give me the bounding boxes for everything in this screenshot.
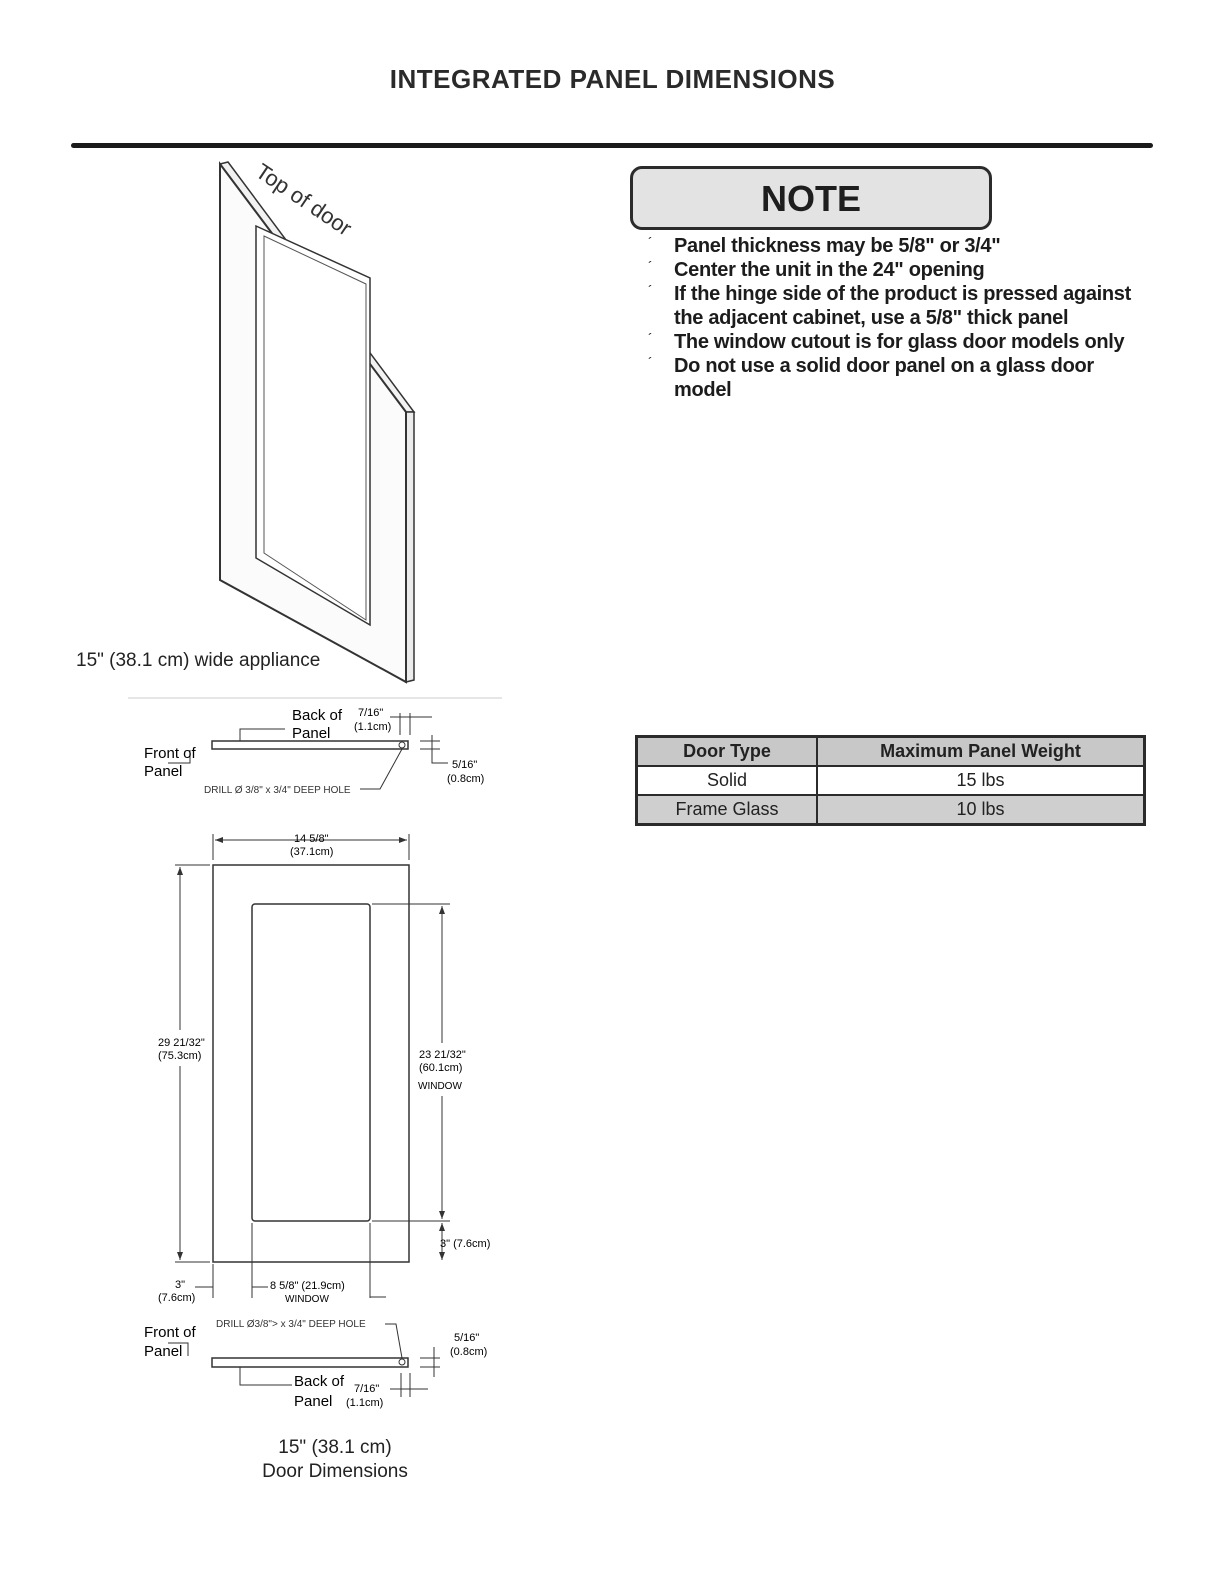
- col-header-max-weight: Maximum Panel Weight: [816, 735, 1146, 767]
- note-list: ´Panel thickness may be 5/8" or 3/4" ´Ce…: [648, 234, 1148, 402]
- table-cell: Frame Glass: [635, 794, 818, 826]
- note-header-box: NOTE: [630, 166, 992, 230]
- window-width-label: WINDOW: [285, 1294, 329, 1305]
- front-height-in: 29 21/32": [158, 1037, 205, 1049]
- table-cell: 15 lbs: [816, 765, 1146, 796]
- bottom-back-label-1: Back of: [294, 1373, 345, 1390]
- note-heading: NOTE: [760, 178, 861, 219]
- bullet-mark: ´: [648, 282, 653, 298]
- table-cell: 10 lbs: [816, 794, 1146, 826]
- top-drill-note: DRILL Ø 3/8" x 3/4" DEEP HOLE: [204, 785, 351, 796]
- bottom-rail-dim: 3" (7.6cm): [440, 1238, 490, 1250]
- bottom-dim-a-cm: (1.1cm): [346, 1397, 383, 1409]
- bottom-back-label-2: Panel: [294, 1393, 332, 1410]
- table-row: Solid 15 lbs: [635, 765, 1146, 796]
- bullet-mark: ´: [648, 258, 653, 274]
- bullet-mark: ´: [648, 330, 653, 346]
- bottom-dim-b-in: 5/16": [454, 1332, 479, 1344]
- note-item: ´Do not use a solid door panel on a glas…: [648, 354, 1148, 402]
- front-width-in: 14 5/8": [294, 833, 329, 845]
- door-dimensions-caption: 15" (38.1 cm) Door Dimensions: [240, 1436, 430, 1484]
- window-height-in: 23 21/32": [419, 1049, 466, 1061]
- note-item: ´Panel thickness may be 5/8" or 3/4": [648, 234, 1148, 258]
- isometric-door-drawing: Top of door: [218, 158, 416, 684]
- bullet-mark: ´: [648, 354, 653, 370]
- table-row: Frame Glass 10 lbs: [635, 794, 1146, 826]
- front-height-cm: (75.3cm): [158, 1050, 201, 1062]
- top-dim-a-in: 7/16": [358, 707, 383, 719]
- bottom-front-label-1: Front of: [144, 1324, 197, 1341]
- window-height-label: WINDOW: [418, 1081, 462, 1092]
- door-caption-line-2: Door Dimensions: [262, 1461, 408, 1482]
- top-dim-b-in: 5/16": [452, 759, 477, 771]
- col-header-door-type: Door Type: [635, 735, 818, 767]
- appliance-width-caption: 15" (38.1 cm) wide appliance: [76, 650, 321, 671]
- top-dim-b-cm: (0.8cm): [447, 773, 484, 785]
- side-rail-cm: (7.6cm): [158, 1292, 195, 1304]
- note-item: ´If the hinge side of the product is pre…: [648, 282, 1148, 330]
- bullet-mark: ´: [648, 234, 653, 250]
- bottom-drill-note: DRILL Ø3/8"> x 3/4" DEEP HOLE: [216, 1319, 366, 1330]
- top-front-label-2: Panel: [144, 763, 182, 780]
- table-header-row: Door Type Maximum Panel Weight: [635, 735, 1146, 767]
- bottom-dim-b-cm: (0.8cm): [450, 1346, 487, 1358]
- bottom-front-label-2: Panel: [144, 1343, 182, 1360]
- front-dimension-view: 14 5/8" (37.1cm) 29 21/32" (75.3cm) 23 2…: [158, 833, 490, 1305]
- window-width-dim: 8 5/8" (21.9cm): [270, 1280, 345, 1292]
- top-back-label-1: Back of: [292, 707, 343, 724]
- note-item: ´Center the unit in the 24" opening: [648, 258, 1148, 282]
- top-section-view: Back of Panel Front of Panel 7/16" (1.1c…: [128, 697, 502, 796]
- title-rule: [71, 143, 1153, 148]
- front-width-cm: (37.1cm): [290, 846, 333, 858]
- door-caption-line-1: 15" (38.1 cm): [278, 1437, 392, 1458]
- page-title: INTEGRATED PANEL DIMENSIONS: [389, 64, 836, 94]
- panel-weight-table: Door Type Maximum Panel Weight Solid 15 …: [635, 735, 1146, 826]
- side-rail-in: 3": [175, 1279, 185, 1291]
- window-height-cm: (60.1cm): [419, 1062, 462, 1074]
- note-item: ´The window cutout is for glass door mod…: [648, 330, 1148, 354]
- table-cell: Solid: [635, 765, 818, 796]
- bottom-dim-a-in: 7/16": [354, 1383, 379, 1395]
- top-front-label-1: Front of: [144, 745, 197, 762]
- top-back-label-2: Panel: [292, 725, 330, 742]
- top-dim-a-cm: (1.1cm): [354, 721, 391, 733]
- bottom-section-view: DRILL Ø3/8"> x 3/4" DEEP HOLE Front of P…: [144, 1319, 487, 1410]
